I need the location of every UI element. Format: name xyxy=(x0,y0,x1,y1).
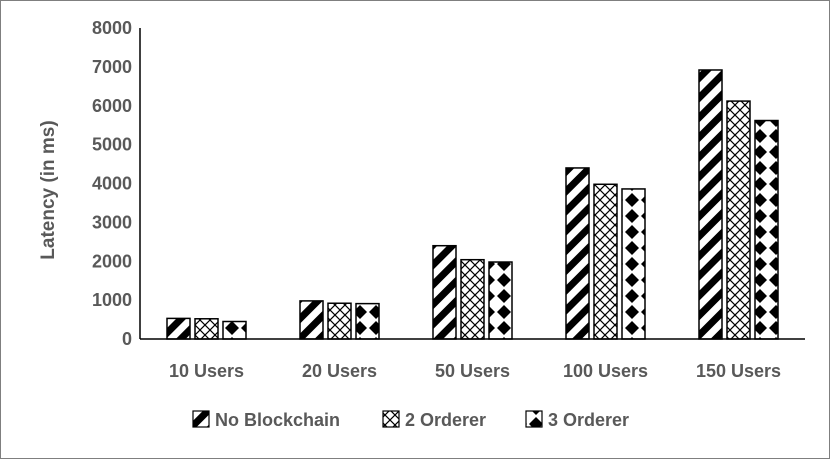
bar xyxy=(488,261,513,340)
legend-swatch xyxy=(382,410,400,428)
bar xyxy=(166,317,191,340)
bar xyxy=(698,69,723,340)
bar xyxy=(754,119,779,340)
y-tick-label: 7000 xyxy=(92,57,132,77)
bar xyxy=(565,167,590,340)
x-tick-label: 150 Users xyxy=(696,361,781,381)
y-tick-label: 5000 xyxy=(92,135,132,155)
y-tick-label: 8000 xyxy=(92,18,132,38)
legend-swatch xyxy=(192,410,210,428)
bar xyxy=(726,100,751,340)
y-tick-label: 4000 xyxy=(92,174,132,194)
bar xyxy=(327,302,352,340)
y-tick-label: 0 xyxy=(122,329,132,349)
bar xyxy=(621,188,646,340)
y-tick-label: 2000 xyxy=(92,251,132,271)
bar xyxy=(593,183,618,340)
bar xyxy=(299,300,324,340)
legend-label: No Blockchain xyxy=(215,410,340,430)
y-tick-label: 3000 xyxy=(92,212,132,232)
bar xyxy=(194,318,219,340)
y-tick-label: 6000 xyxy=(92,96,132,116)
x-tick-label: 10 Users xyxy=(169,361,244,381)
x-tick-label: 50 Users xyxy=(435,361,510,381)
x-tick-label: 100 Users xyxy=(563,361,648,381)
bar xyxy=(222,320,247,340)
x-tick-label: 20 Users xyxy=(302,361,377,381)
bar xyxy=(355,302,380,340)
y-tick-label: 1000 xyxy=(92,290,132,310)
legend-label: 3 Orderer xyxy=(548,410,629,430)
bar xyxy=(460,258,485,340)
legend-swatch xyxy=(525,410,543,428)
bar xyxy=(432,244,457,340)
y-axis-label: Latency (in ms) xyxy=(38,120,59,259)
legend-label: 2 Orderer xyxy=(405,410,486,430)
